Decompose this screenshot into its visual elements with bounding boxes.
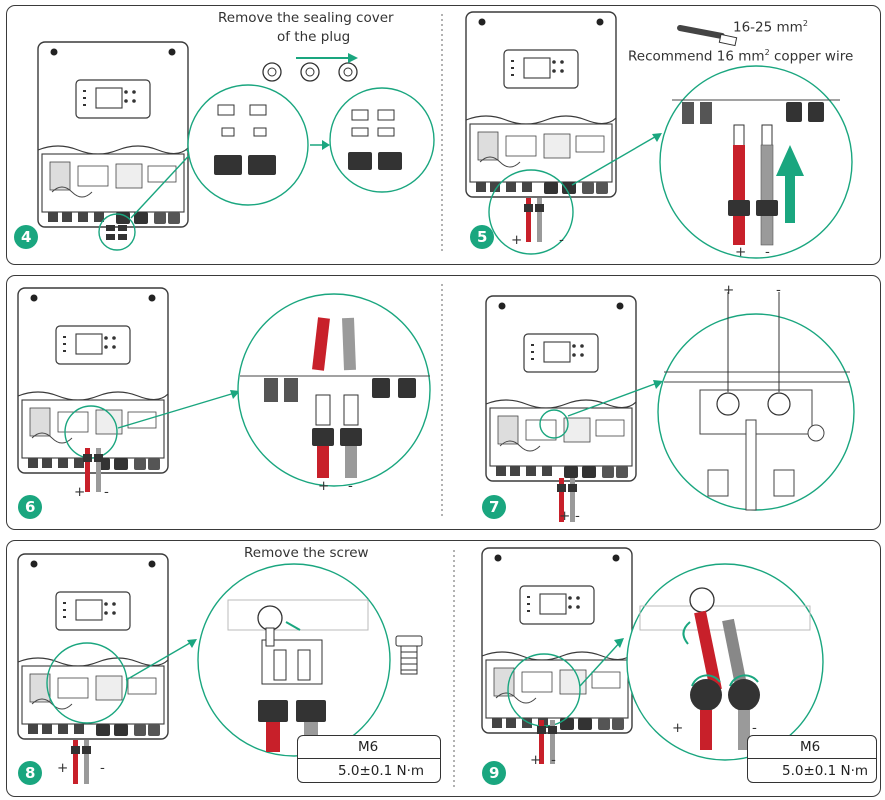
torque-spec-box-8: M6 5.0±0.1 N·m — [297, 735, 441, 783]
torque-value-9: 5.0±0.1 N·m — [782, 763, 868, 779]
caption-remove-screw: Remove the screw — [244, 545, 369, 561]
polarity-plus-9b: + — [672, 720, 683, 736]
polarity-plus-6b: + — [318, 478, 329, 494]
detail-circle-4a — [188, 85, 308, 205]
polarity-minus-7b: - — [575, 508, 580, 524]
recommend-wire-label: Recommend 16 mm2 copper wire — [628, 48, 853, 65]
polarity-minus-8: - — [100, 760, 105, 776]
inverter-illustration-4 — [38, 42, 188, 227]
screw-size-row: M6 — [748, 736, 876, 759]
step-number-4: 4 — [21, 228, 31, 246]
step-number-9: 9 — [489, 764, 499, 782]
inverter-illustration-9 — [482, 548, 632, 733]
caption-remove-sealing-cover: Remove the sealing cover — [218, 10, 394, 26]
polarity-plus-8: + — [57, 760, 68, 776]
polarity-plus-9a: + — [530, 752, 541, 768]
torque-value-8: 5.0±0.1 N·m — [338, 763, 424, 779]
polarity-minus-9b: - — [752, 720, 757, 736]
screw-size-9: M6 — [800, 739, 820, 755]
screw-size-row: M6 — [298, 736, 440, 759]
caption-of-the-plug: of the plug — [277, 29, 350, 45]
detail-circle-5 — [660, 66, 852, 258]
torque-row: 5.0±0.1 N·m — [748, 759, 876, 781]
polarity-plus-7a: + — [723, 282, 734, 298]
step-number-8: 8 — [25, 764, 35, 782]
torque-spec-box-9: M6 5.0±0.1 N·m — [747, 735, 877, 783]
torque-row: 5.0±0.1 N·m — [298, 759, 440, 781]
polarity-minus-6a: - — [104, 484, 109, 500]
screw-size-8: M6 — [358, 739, 378, 755]
wire-size-label: 16-25 mm2 — [733, 19, 808, 36]
inverter-illustration-6 — [18, 288, 168, 473]
polarity-minus-5b: - — [765, 244, 770, 260]
polarity-plus-5b: + — [735, 244, 746, 260]
polarity-plus-7b: + — [559, 508, 570, 524]
step-number-5: 5 — [477, 228, 487, 246]
detail-circle-9 — [627, 564, 823, 760]
step-number-7: 7 — [489, 498, 499, 516]
inverter-illustration-7 — [486, 296, 636, 481]
inverter-illustration-5 — [466, 12, 616, 197]
polarity-plus-6a: + — [74, 484, 85, 500]
polarity-minus-7a: - — [776, 282, 781, 298]
polarity-minus-9a: - — [551, 752, 556, 768]
step-number-6: 6 — [25, 498, 35, 516]
inverter-illustration-8 — [18, 554, 168, 739]
polarity-plus-5a: + — [511, 232, 522, 248]
polarity-minus-6b: - — [348, 478, 353, 494]
detail-circle-4b — [330, 88, 434, 192]
polarity-minus-5a: - — [559, 232, 564, 248]
